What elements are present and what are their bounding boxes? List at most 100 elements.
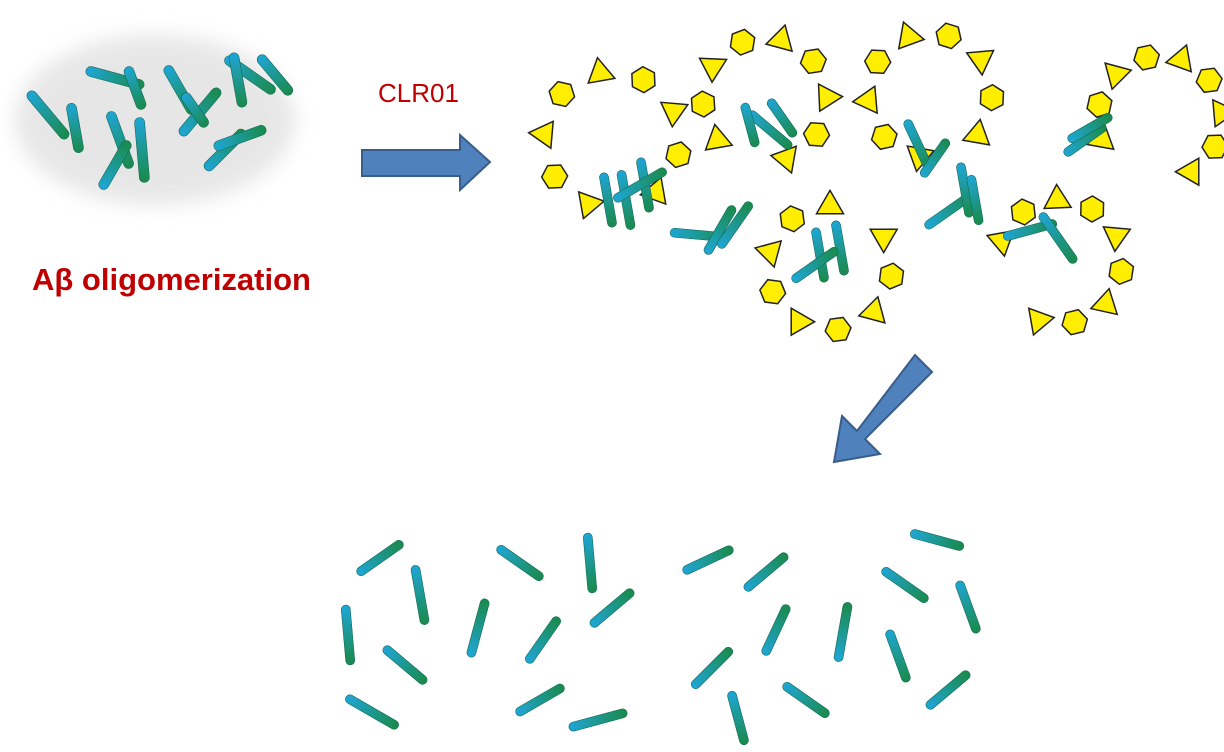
abeta-monomer-rod — [123, 66, 147, 110]
free-monomers — [340, 529, 981, 746]
abeta-monomer-rod — [340, 604, 356, 666]
abeta-monomer-rod — [966, 175, 984, 225]
abeta-monomer-rod — [740, 102, 760, 148]
tweezer-ring-unit — [851, 84, 879, 115]
abeta-monomer-rod — [582, 532, 598, 594]
abeta-monomer-rod — [515, 683, 565, 717]
abeta-monomer-rod — [703, 205, 737, 255]
tweezer-ring-unit — [779, 205, 806, 233]
tweezer-ring-unit — [1108, 257, 1135, 286]
abeta-monomer-rod — [881, 567, 929, 603]
abeta-monomer-rod — [382, 645, 428, 685]
tweezer-ring-unit — [1211, 98, 1224, 129]
abeta-monomer-rod — [682, 545, 734, 575]
reagent-label: CLR01 — [378, 78, 459, 108]
tweezer-ring-unit — [1104, 62, 1133, 91]
tweezer-ring-unit — [857, 295, 886, 324]
tweezer-ring-unit — [764, 23, 794, 53]
tweezer-ring-unit — [769, 145, 798, 175]
abeta-monomer-rod — [256, 54, 294, 96]
right-arrow-icon — [361, 132, 492, 193]
abeta-monomer-rod — [228, 52, 248, 108]
abeta-monomer-rod — [919, 138, 951, 178]
tweezer-ring-unit — [1173, 156, 1200, 187]
tweezer-ring-unit — [965, 49, 995, 77]
abeta-monomer-rod — [496, 545, 544, 581]
tweezer-ring-unit — [587, 56, 617, 85]
down-left-arrow-icon — [832, 353, 934, 464]
abeta-monomer-rod — [589, 588, 635, 628]
process-label: Aβ oligomerization — [32, 262, 311, 297]
tweezer-ring-unit — [1089, 287, 1119, 316]
abeta-monomer-rod — [345, 694, 399, 730]
tweezer-ring-unit — [790, 306, 817, 337]
abeta-monomer-rod — [613, 167, 667, 203]
tweezer-ring-unit — [729, 28, 756, 56]
tweezer-ring-unit — [540, 164, 569, 189]
tweezer-ring-unit — [897, 20, 926, 50]
tweezer-ring-unit — [698, 57, 728, 84]
oligomer-cluster — [26, 52, 294, 190]
tweezer-ring-unit — [527, 120, 555, 150]
oligomer-shadow — [15, 35, 295, 205]
abeta-monomer-rod — [1038, 212, 1078, 264]
tweezer-ring-unit — [799, 48, 828, 75]
tweezer-ring-unit — [758, 278, 787, 305]
tweezer-ring-unit — [1080, 195, 1105, 223]
abeta-monomer-rod — [727, 690, 749, 746]
tweezer-ring-unit — [1195, 67, 1223, 94]
abeta-monomer-rod — [761, 604, 791, 656]
tweezer-ring-unit — [935, 22, 962, 50]
abeta-monomer-rod — [766, 98, 798, 138]
tweezer-ring-unit — [868, 228, 899, 255]
tweezer-ring-unit — [870, 123, 898, 151]
abeta-monomer-rod — [717, 201, 753, 249]
tweezer-ring-unit — [665, 141, 692, 169]
tweezer-ring-unit — [631, 65, 656, 94]
tweezer-ring-unit — [1102, 225, 1132, 253]
tweezer-ring-unit — [979, 83, 1005, 112]
abeta-monomer-rod — [26, 90, 70, 140]
abeta-monomer-rod — [690, 646, 734, 690]
tweezer-ring-unit — [659, 101, 690, 129]
bound-monomers — [599, 98, 1113, 283]
abeta-monomer-rod — [525, 616, 561, 664]
tweezer-ring-unit — [690, 90, 716, 118]
tweezer-ring-unit — [704, 123, 734, 151]
abeta-monomer-rod — [466, 598, 490, 658]
abeta-monomer-rod — [909, 529, 965, 551]
abeta-monomer-rod — [955, 580, 981, 634]
abeta-monomer-rod — [134, 117, 150, 183]
tweezer-ring-unit — [1061, 308, 1089, 336]
tweezer-ring-unit — [1027, 307, 1056, 337]
tweezer-ring-unit — [863, 49, 892, 74]
abeta-monomer-rod — [885, 629, 911, 683]
abeta-monomer-rod — [98, 140, 132, 190]
abeta-monomer-rod — [66, 103, 84, 153]
tweezer-ring-unit — [815, 188, 845, 215]
abeta-monomer-rod — [1067, 112, 1113, 144]
tweezer-ring-unit — [824, 316, 852, 343]
tweezer-ring-unit — [1042, 182, 1073, 210]
tweezer-ring-unit — [1201, 134, 1224, 159]
tweezer-ring-unit — [577, 190, 606, 220]
tweezer-ring-unit — [1133, 44, 1161, 71]
clr01-complexes — [527, 20, 1224, 343]
abeta-monomer-rod — [599, 172, 617, 228]
tweezer-ring-unit — [878, 262, 905, 290]
abeta-monomer-rod — [925, 670, 971, 710]
abeta-monomer-rod — [833, 602, 853, 662]
tweezer-ring-unit — [753, 239, 783, 269]
tweezer-ring-unit — [817, 82, 845, 113]
tweezer-ring-unit — [961, 118, 991, 146]
tweezer-ring-unit — [802, 122, 831, 147]
tweezer-ring-unit — [1164, 43, 1193, 73]
abeta-monomer-rod — [410, 565, 430, 625]
abeta-monomer-rod — [791, 247, 839, 283]
tweezer-ring-unit — [638, 176, 667, 206]
abeta-monomer-rod — [568, 708, 628, 732]
abeta-monomer-rod — [743, 552, 789, 592]
abeta-monomer-rod — [356, 540, 404, 576]
